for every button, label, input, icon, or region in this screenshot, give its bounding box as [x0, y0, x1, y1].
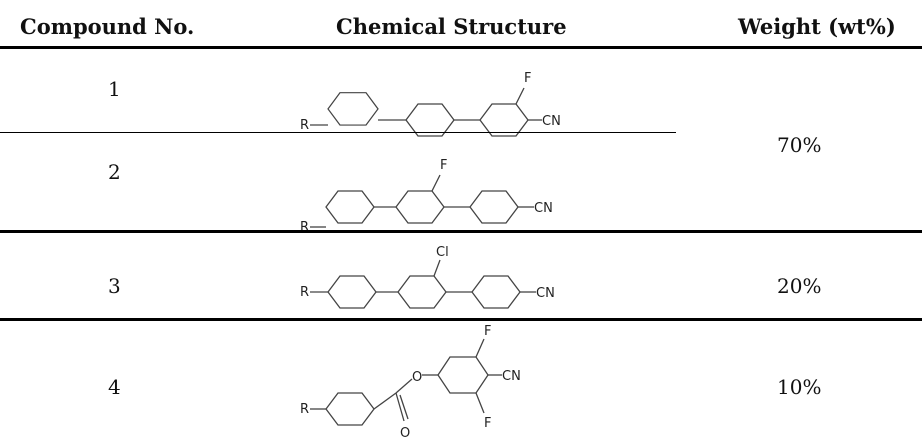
label-o-carbonyl: O	[400, 426, 410, 441]
header-chemical-structure: Chemical Structure	[336, 14, 567, 39]
weight-rows-1-2: 70%	[777, 133, 822, 157]
label-f-top: F	[484, 324, 491, 339]
label-f-bottom: F	[484, 416, 491, 431]
label-cn: CN	[502, 369, 521, 384]
header-weight: Weight (wt%)	[738, 14, 896, 39]
weight-row-4: 10%	[777, 375, 822, 399]
structure-3: R Cl CN	[300, 245, 555, 309]
label-r: R	[300, 402, 309, 417]
structure-2: R F CN	[300, 158, 553, 235]
row1-rule	[0, 132, 676, 133]
structure-4: R O O F F CN	[300, 324, 521, 441]
header-compound-no: Compound No.	[20, 14, 195, 39]
weight-row-3: 20%	[777, 274, 822, 298]
label-o-ester: O	[412, 370, 422, 385]
label-cn: CN	[542, 114, 561, 129]
compound-number-2: 2	[108, 160, 121, 184]
label-f: F	[524, 71, 531, 86]
label-cn: CN	[534, 201, 553, 216]
compound-number-4: 4	[108, 375, 121, 399]
row3-rule	[0, 318, 922, 321]
row2-rule	[0, 230, 922, 233]
compound-number-1: 1	[108, 77, 121, 101]
label-cn: CN	[536, 286, 555, 301]
compound-number-3: 3	[108, 274, 121, 298]
top-rule	[0, 46, 922, 49]
structure-1: R F CN	[300, 71, 561, 137]
label-r: R	[300, 220, 309, 235]
label-r: R	[300, 285, 309, 300]
label-f: F	[440, 158, 447, 173]
label-cl: Cl	[436, 245, 449, 260]
label-r: R	[300, 118, 309, 133]
